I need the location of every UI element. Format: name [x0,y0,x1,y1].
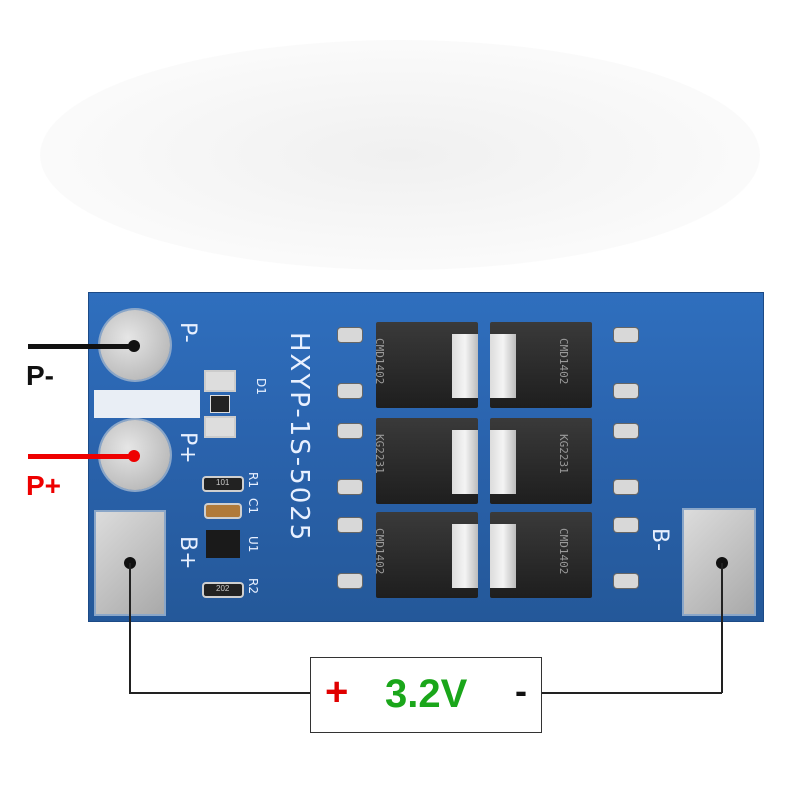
c1-silk: C1 [246,498,260,515]
resistor-r2: 202 [204,584,242,596]
mosfet-4-marking: CMD1402 [557,338,570,385]
mosfet-3-marking: CMD1402 [373,528,386,575]
mosfet-leg [338,574,362,588]
p-minus-hole [128,340,140,352]
mosfet-leg [614,480,638,494]
mosfet-leg [614,574,638,588]
mosfet-6: CMD1402 [490,512,592,598]
mosfet-2: KG2231 [373,418,478,504]
mosfet-1: CMD1402 [373,322,478,408]
p-plus-hole [128,450,140,462]
r2-code: 202 [216,584,230,593]
r1-code: 101 [216,478,230,487]
battery-minus: - [515,670,527,711]
mosfet-3: CMD1402 [373,512,478,598]
mosfet-leg [338,328,362,342]
ic-u1 [206,530,240,558]
diode-d1 [206,372,234,442]
b-minus-silk: B- [647,528,672,552]
mosfet-6-marking: CMD1402 [557,528,570,575]
p-plus-wire [28,454,132,459]
white-marking-strip [94,390,200,418]
mosfet-leg [338,384,362,398]
mosfet-leg [338,424,362,438]
mosfet-5-marking: KG2231 [557,434,570,474]
mosfet-leg [338,480,362,494]
mosfet-leg [614,384,638,398]
battery-wire-right-vertical [721,563,723,693]
board-model: HXYP-1S-5025 [284,332,314,543]
p-minus-label: P- [26,360,54,391]
p-minus-silk: P- [175,322,200,343]
battery-plus: + [325,670,349,714]
background-shadow [40,40,760,270]
mosfet-1-marking: CMD1402 [373,338,386,385]
battery-wire-right-horizontal [541,692,722,694]
p-plus-label: P+ [26,470,62,501]
p-plus-silk: P+ [175,432,200,464]
u1-silk: U1 [246,536,260,553]
r1-silk: R1 [246,472,260,488]
mosfet-leg [614,518,638,532]
p-minus-wire [28,344,132,349]
mosfet-5: KG2231 [490,418,592,504]
mosfet-leg [338,518,362,532]
battery-wire-left-vertical [129,563,131,693]
mosfet-2-marking: KG2231 [373,434,386,474]
battery-voltage: 3.2V [385,672,468,716]
d1-silk: D1 [254,378,268,395]
capacitor-c1 [206,505,240,517]
resistor-r1: 101 [204,478,242,490]
mosfet-4: CMD1402 [490,322,592,408]
pcb-board: P- P+ B+ D1 101 R1 C1 U1 202 R2 HXYP-1S-… [88,292,764,622]
battery-wire-left-horizontal [129,692,310,694]
b-plus-silk: B+ [175,536,200,570]
r2-silk: R2 [246,578,260,594]
mosfet-leg [614,424,638,438]
battery-box: + 3.2V - [310,657,542,733]
mosfet-leg [614,328,638,342]
